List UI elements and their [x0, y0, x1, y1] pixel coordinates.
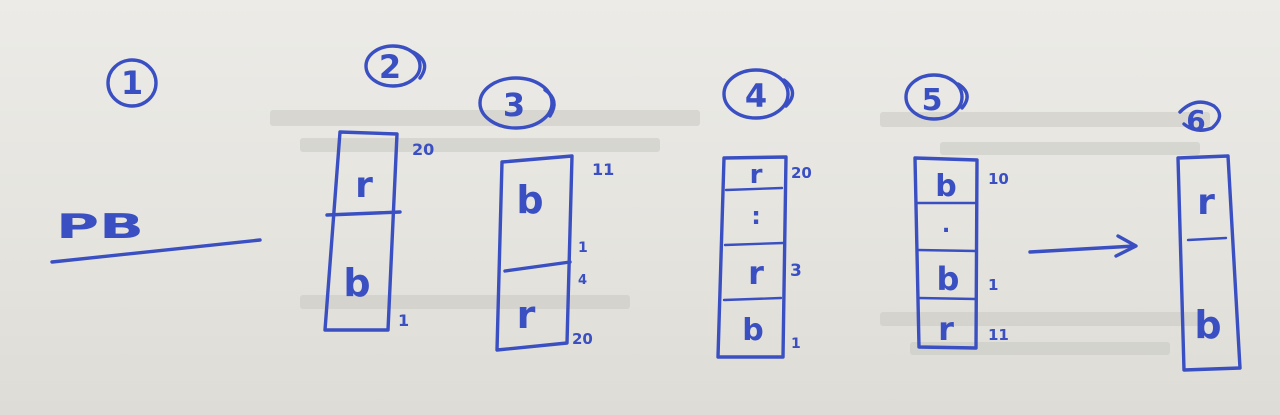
step-2: 2 r b 20 1 [323, 44, 434, 332]
step-4-mark-mid: 3 [790, 261, 802, 281]
arrow-shaft [1028, 244, 1137, 254]
step-3-mark-mid: 1 [578, 240, 588, 256]
step-3-block-bottom: r [517, 293, 536, 337]
step-3-mark-bottom: 20 [572, 330, 593, 348]
step-1-label: PB [56, 207, 144, 247]
step-6-divider [1186, 236, 1228, 242]
step-2-block-top: r [355, 165, 373, 206]
step-6-stack [1176, 154, 1242, 372]
step-4-block-1: r [750, 160, 763, 190]
step-4-mark-top: 20 [791, 164, 812, 182]
step-5: 5 b . b r 10 1 11 [904, 73, 1009, 350]
step-5-number: 5 [922, 83, 943, 118]
step-2-mark-top: 20 [412, 140, 434, 159]
step-2-stack [323, 130, 399, 332]
step-3-block-top: b [516, 178, 543, 222]
step-3: 3 b r 11 1 4 20 [478, 76, 614, 352]
step-6-number: 6 [1186, 104, 1205, 137]
step-4-circle [722, 68, 790, 120]
step-2-mark-bottom: 1 [398, 311, 409, 330]
step-5-block-4: r [938, 310, 954, 348]
step-5-block-1: b [935, 169, 956, 204]
step-5-mark-top: 10 [988, 170, 1009, 188]
step-5-mark-bottom: 11 [988, 326, 1009, 344]
step-4-block-3: r [748, 254, 764, 292]
step-4-block-4: b [742, 313, 763, 348]
step-3-stack [495, 154, 574, 352]
step-6: 6 r b [1176, 100, 1242, 372]
step-3-divider [503, 260, 572, 273]
step-1-underline [50, 238, 262, 264]
step-4-stack [716, 155, 788, 359]
step-2-block-bottom: b [343, 261, 370, 305]
step-1-circle [106, 58, 158, 108]
step-4-mark-bottom: 1 [791, 336, 801, 352]
step-3-mark-top: 11 [592, 160, 614, 179]
step-3-circle [478, 76, 554, 130]
step-4-block-2: : [751, 202, 761, 230]
step-4-number: 4 [745, 77, 767, 115]
step-5-block-3: b [937, 260, 960, 298]
step-6-block-top: r [1197, 182, 1215, 223]
step-4: 4 r : r b 20 3 1 [716, 68, 812, 359]
step-3-mark-mid2: 4 [578, 273, 587, 288]
arrow-head [1114, 234, 1138, 258]
step-2-divider [325, 210, 402, 217]
step-5-block-2: . [942, 213, 950, 238]
step-1-number: 1 [121, 64, 143, 102]
step-1: 1 PB [50, 58, 262, 264]
step-5-circle [904, 73, 964, 121]
step-5-stack [913, 156, 979, 350]
step-2-circle [364, 44, 422, 88]
arrow [1028, 234, 1138, 258]
step-2-number: 2 [379, 48, 401, 86]
step-3-number: 3 [503, 86, 525, 124]
step-6-block-bottom: b [1194, 303, 1221, 347]
bleed-through [270, 110, 1210, 355]
step-6-circle [1178, 100, 1222, 132]
step-5-mark-mid: 1 [988, 276, 998, 294]
